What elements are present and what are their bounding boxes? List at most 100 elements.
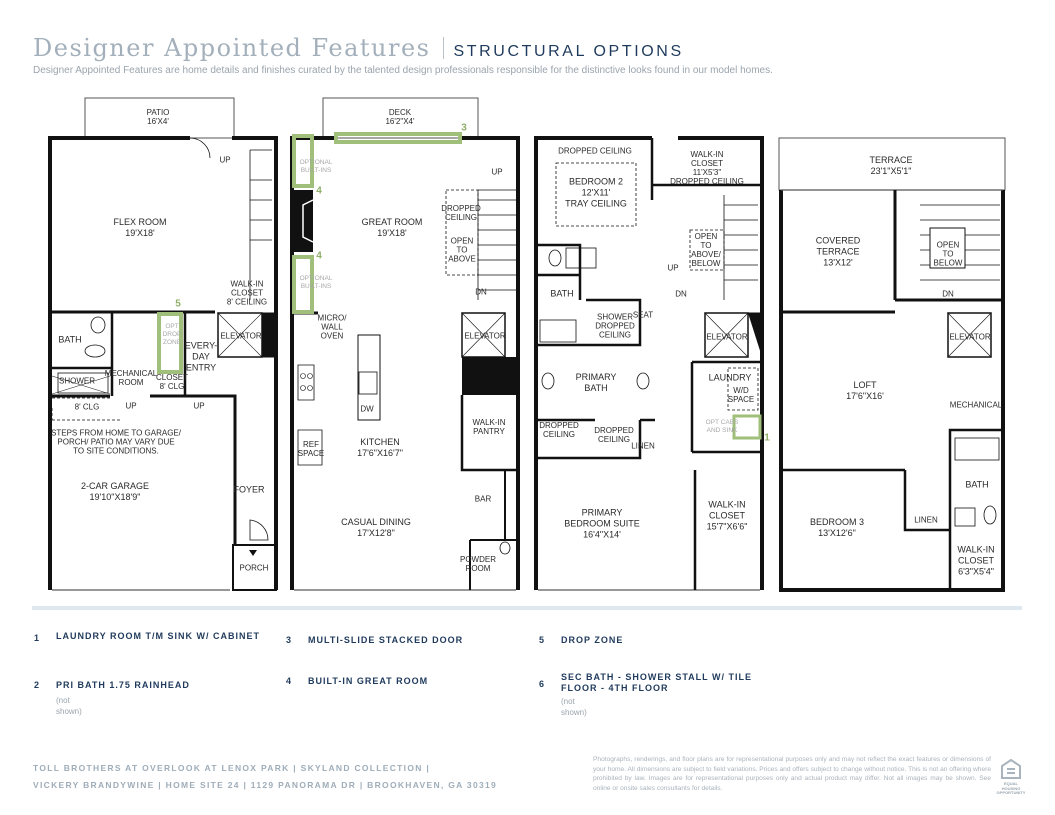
bedroom-3-label: BEDROOM 3 13'X12'6": [809, 517, 865, 538]
option-number: 3: [286, 635, 293, 645]
floor-3-walls: [534, 136, 764, 591]
option-label: DROP ZONE: [561, 635, 624, 645]
walkin-closet-label: WALK-IN CLOSET 8' CEILING: [226, 279, 268, 307]
floor-1-walls: [48, 97, 278, 591]
floor-plans-drawing: [48, 97, 1006, 592]
shower-label: SHOWER DROPPED CEILING: [595, 312, 635, 340]
pantry-label: WALK-IN PANTRY: [472, 418, 506, 436]
ceiling-label: 8' CLG: [74, 402, 100, 412]
option-marker-4: 4: [316, 250, 322, 262]
option-number: 4: [286, 676, 293, 686]
elevator-label: ELEVATOR: [464, 331, 506, 341]
option-4-3-highlights: [292, 132, 462, 314]
bedroom-2-label: BEDROOM 2 12'X11' TRAY CEILING: [565, 176, 627, 209]
everyday-entry-label: EVERY- DAY ENTRY: [184, 340, 218, 373]
bath-label: BATH: [58, 334, 82, 345]
community-line-1: TOLL BROTHERS AT OVERLOOK AT LENOX PARK …: [33, 763, 431, 773]
covered-terrace-label: COVERED TERRACE 13'X12': [815, 235, 861, 268]
washer-dryer-label: W/D SPACE: [727, 386, 755, 404]
seat-label: SEAT: [632, 310, 654, 320]
porch-label: PORCH: [239, 563, 269, 573]
option-marker-3: 3: [461, 122, 467, 134]
option-marker-1: 1: [764, 432, 770, 444]
option-number: 5: [539, 635, 546, 645]
floor-4-walls: [778, 137, 1006, 592]
equal-housing-logo-icon: [1001, 758, 1021, 779]
patio-label: PATIO 16'X4': [146, 108, 170, 126]
dropped-ceiling-label: DROPPED CEILING: [558, 146, 632, 156]
up-label: UP: [193, 401, 205, 411]
micro-oven-label: MICRO/ WALL OVEN: [317, 313, 347, 341]
fridge-space-label: REF SPACE: [297, 440, 325, 458]
walkin-closet-label: WALK-IN CLOSET 15'7"X6'6": [706, 499, 748, 532]
bath-label: BATH: [550, 288, 574, 299]
option-label: MULTI-SLIDE STACKED DOOR: [308, 635, 464, 645]
option-note: (not shown): [56, 696, 82, 716]
dropped-ceiling-label: DROPPED CEILING: [441, 204, 481, 222]
linen-label: LINEN: [914, 515, 938, 525]
steps-note: STEPS FROM HOME TO GARAGE/ PORCH/ PATIO …: [51, 428, 181, 456]
stairs-down-label: DN: [942, 289, 954, 299]
option-label: BUILT-IN GREAT ROOM: [308, 676, 429, 686]
stairs-up-label: UP: [491, 167, 503, 177]
option-note: (not shown): [561, 697, 587, 717]
primary-suite-label: PRIMARY BEDROOM SUITE 16'4"X14': [564, 507, 640, 540]
shower-label: SHOWER: [59, 376, 95, 386]
title-main: Designer Appointed Features: [33, 34, 431, 62]
stairs-down-label: DN: [675, 289, 687, 299]
option-number: 6: [539, 679, 546, 689]
open-to-above-label: OPEN TO ABOVE: [448, 236, 476, 264]
stairs-up-label: UP: [219, 155, 231, 165]
deck-label: DECK 16'2"X4': [385, 108, 415, 126]
flex-room-label: FLEX ROOM 19'X18': [113, 217, 167, 238]
option-label: LAUNDRY ROOM T/M SINK W/ CABINET: [56, 631, 260, 641]
terrace-label: TERRACE 23'1"X5'1": [869, 155, 913, 176]
walkin-closet-label: WALK-IN CLOSET 6'3"X5'4": [957, 544, 995, 577]
casual-dining-label: CASUAL DINING 17'X12'8": [341, 517, 411, 538]
elevator-label: ELEVATOR: [220, 331, 262, 341]
option-marker-4: 4: [316, 185, 322, 197]
builtins-label: OPTIONAL BUILT-INS: [299, 159, 333, 174]
stairs-down-label: DN: [475, 287, 487, 297]
title-divider: [442, 37, 444, 59]
builtins-label: OPTIONAL BUILT-INS: [299, 275, 333, 290]
kitchen-label: KITCHEN 17'6"X16'7": [357, 437, 403, 458]
great-room-label: GREAT ROOM 19'X18': [361, 217, 423, 238]
stairs-up-label: UP: [667, 263, 679, 273]
disclaimer: Photographs, renderings, and floor plans…: [593, 756, 991, 792]
drop-zone-label: OPT DROP ZONE: [162, 323, 182, 346]
option-label: PRI BATH 1.75 RAINHEAD: [56, 680, 190, 690]
bath-label: BATH: [965, 479, 989, 490]
option-marker-5: 5: [175, 298, 181, 310]
section-divider: [32, 606, 1022, 610]
community-info: TOLL BROTHERS AT OVERLOOK AT LENOX PARK …: [33, 760, 497, 794]
equal-housing-logo-text: EQUAL HOUSING OPPORTUNITY: [996, 781, 1026, 795]
title-section: STRUCTURAL OPTIONS: [453, 43, 684, 60]
linen-label: LINEN: [631, 441, 655, 451]
mechanical-room-label: MECHANICAL ROOM: [104, 369, 158, 387]
foyer-label: FOYER: [233, 484, 265, 495]
option-number: 2: [34, 680, 41, 690]
dropped-ceiling-label: DROPPED CEILING: [539, 421, 579, 439]
garage-label: 2-CAR GARAGE 19'10"X18'9": [80, 481, 150, 502]
open-to-below-label: OPEN TO BELOW: [933, 240, 963, 268]
powder-room-label: POWDER ROOM: [460, 555, 496, 573]
open-to-below-label: OPEN TO ABOVE/ BELOW: [691, 232, 721, 268]
closet-label: CLOSET 8' CLG: [155, 373, 189, 391]
subtitle: Designer Appointed Features are home det…: [33, 65, 773, 76]
loft-label: LOFT 17'6"X16': [846, 380, 884, 401]
primary-bath-label: PRIMARY BATH: [575, 372, 617, 393]
option-number: 1: [34, 633, 41, 643]
option-label: SEC BATH - SHOWER STALL W/ TILE FLOOR - …: [561, 672, 752, 693]
up-label: UP: [125, 401, 137, 411]
dishwasher-label: DW: [360, 404, 374, 414]
elevator-label: ELEVATOR: [706, 332, 748, 342]
mechanical-label: MECHANICAL: [949, 400, 1003, 410]
opt-cabs-sink-label: OPT CABS AND SINK: [705, 419, 739, 434]
page-title: Designer Appointed Features STRUCTURAL OP…: [33, 34, 684, 62]
laundry-label: LAUNDRY: [708, 372, 752, 383]
bar-label: BAR: [474, 494, 492, 504]
option-5-highlight: [157, 312, 183, 374]
walkin-closet-label: WALK-IN CLOSET 11'X5'3" DROPPED CEILING: [670, 150, 744, 186]
community-line-2: VICKERY BRANDYWINE | HOME SITE 24 | 1129…: [33, 780, 498, 790]
